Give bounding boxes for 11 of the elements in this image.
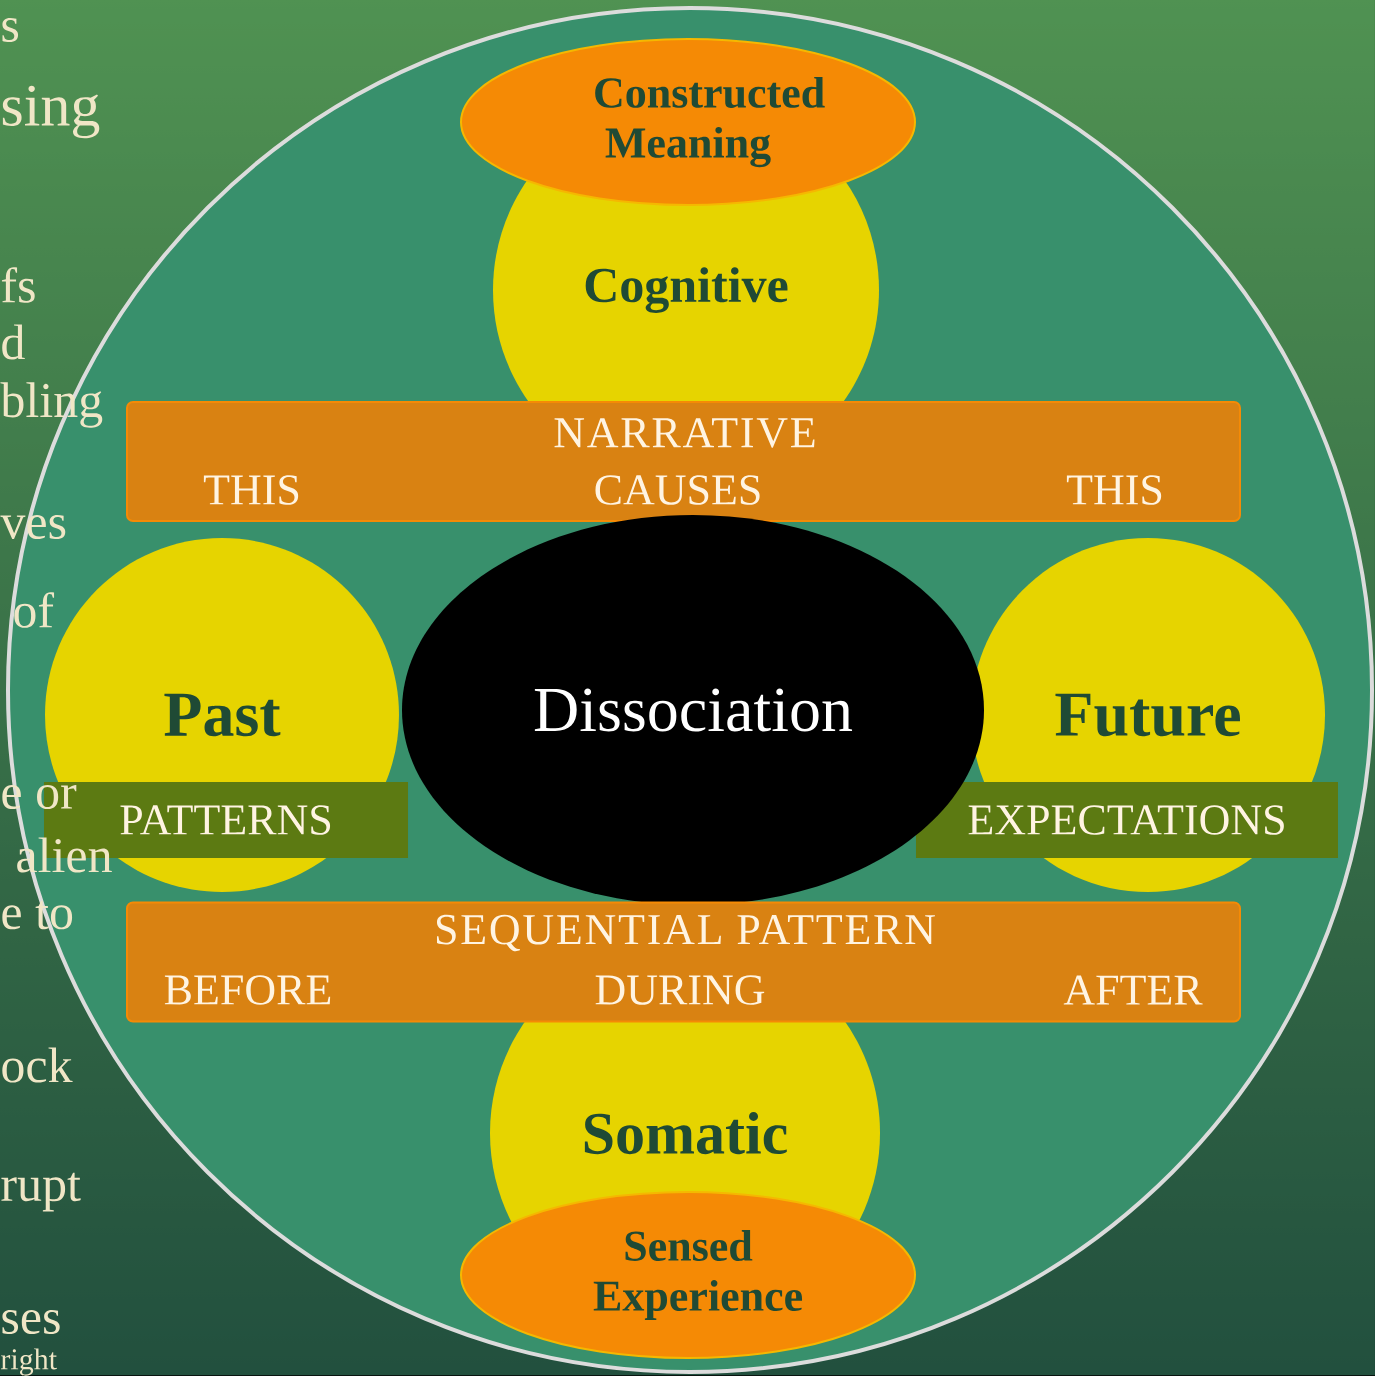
text-fragment: ock	[2, 1047, 73, 1083]
text-fragment: ses	[2, 1310, 60, 1335]
banner: SEQUENTIAL PATTERN BEFORE DURING AFTER	[126, 901, 1241, 1023]
text-fragment: s	[2, 18, 19, 43]
text-fragment: d	[2, 324, 25, 360]
label-bar: EXPECTATIONS	[916, 782, 1338, 858]
banner: NARRATIVE THIS CAUSES THIS	[126, 401, 1241, 522]
text-fragment: fs	[1, 267, 35, 303]
text-fragment: sing	[2, 85, 100, 139]
text-fragment: rupt	[1, 1172, 81, 1212]
text-fragment: right	[1, 1348, 57, 1376]
